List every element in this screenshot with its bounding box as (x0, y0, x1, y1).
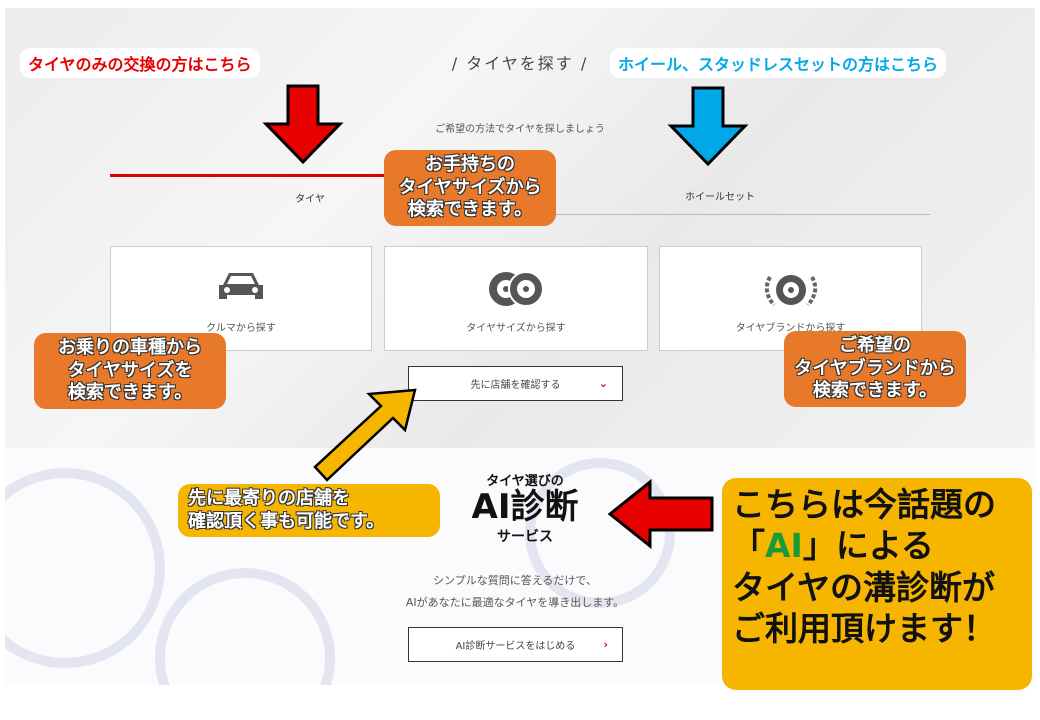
start-ai-diagnosis-button[interactable]: AI診断サービスをはじめる › (408, 627, 623, 662)
card-label: タイヤサイズから探す (466, 323, 566, 334)
store-check-note: 先に最寄りの店舗を 確認頂く事も可能です。 (178, 484, 440, 537)
brand-search-note: ご希望の タイヤブランドから 検索できます。 (784, 331, 966, 407)
check-store-button[interactable]: 先に店舗を確認する ⌄ (408, 366, 623, 401)
blue-down-arrow-icon (667, 86, 749, 166)
note-line: 確認頂く事も可能です。 (188, 510, 385, 532)
tab-active-underline (110, 174, 405, 177)
note-line: ご希望の (839, 335, 911, 356)
note-line: タイヤサイズから (398, 176, 542, 198)
tire-only-label: タイヤのみの交換の方はこちら (20, 48, 260, 78)
card-label: クルマから探す (206, 323, 276, 334)
chevron-right-icon: › (603, 638, 608, 651)
note-line: 先に最寄りの店舗を (188, 488, 350, 509)
note-line: お手持ちの (425, 154, 515, 175)
note-line: 検索できます。 (67, 382, 193, 403)
size-search-note: お手持ちの タイヤサイズから 検索できます。 (384, 150, 556, 226)
start-ai-label: AI診断サービスをはじめる (455, 641, 576, 652)
car-icon (219, 273, 263, 299)
logo-top-text: タイヤ選びの (486, 474, 564, 489)
ai-description-1: シンプルな質問に答えるだけで、 (433, 574, 597, 587)
red-down-arrow-icon (262, 84, 344, 164)
section-subtitle: ご希望の方法でタイヤを探しましょう (435, 124, 605, 135)
wheel-set-label: ホイール、スタッドレスセットの方はこちら (610, 48, 947, 78)
laurel-tire-icon (764, 275, 817, 307)
logo-bottom-text: サービス (497, 529, 553, 546)
chevron-down-icon: ⌄ (598, 377, 608, 390)
note-line: 検索できます。 (812, 380, 938, 401)
ai-diagnosis-note: こちらは今話題の 「AI」による タイヤの溝診断が ご利用頂けます！ (722, 478, 1032, 690)
note-line: 「AI」による (732, 525, 1022, 566)
bracket: 」による (802, 526, 934, 566)
note-line: ご利用頂けます！ (732, 608, 996, 648)
note-line: こちらは今話題の (732, 485, 996, 524)
note-line: タイヤブランドから (794, 357, 956, 379)
tab-divider (540, 214, 930, 215)
logo-main-text: AI診断 (471, 487, 579, 527)
note-line: タイヤサイズを (67, 359, 193, 381)
card-search-by-tire-size[interactable]: タイヤサイズから探す (384, 246, 648, 351)
note-line: お乗りの車種から (58, 337, 202, 358)
bracket: 「 (732, 526, 765, 566)
ai-highlight: AI (765, 526, 803, 566)
check-store-label: 先に店舗を確認する (470, 380, 561, 391)
card-label: タイヤブランドから探す (735, 323, 846, 334)
tab-tire[interactable]: タイヤ (295, 194, 325, 205)
ai-description-2: AIがあなたに最適なタイヤを導き出します。 (405, 596, 625, 609)
red-left-arrow-icon (607, 478, 714, 550)
note-line: 検索できます。 (407, 199, 533, 220)
tab-wheel-set[interactable]: ホイールセット (685, 192, 755, 203)
ai-diagnosis-logo: タイヤ選びの AI診断 サービス (440, 470, 610, 546)
note-line: タイヤの溝診断が (732, 567, 996, 607)
yellow-diagonal-arrow-icon (313, 388, 417, 482)
car-search-note: お乗りの車種から タイヤサイズを 検索できます。 (34, 333, 226, 409)
card-search-by-car[interactable]: クルマから探す (110, 246, 372, 351)
section-title: / タイヤを探す / (451, 54, 589, 73)
tires-icon (489, 271, 544, 307)
